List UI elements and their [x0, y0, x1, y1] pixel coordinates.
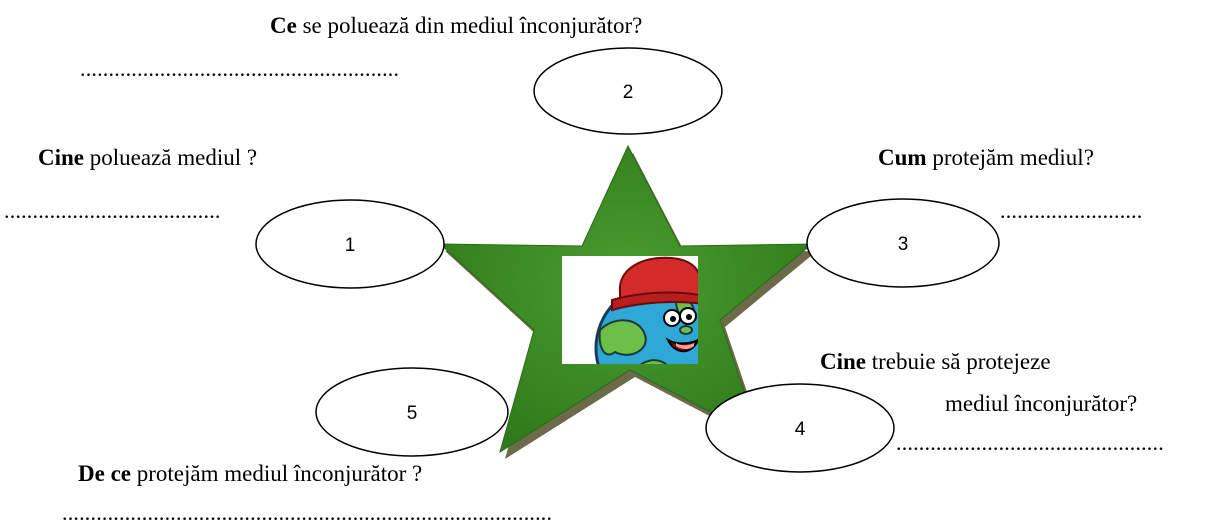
- node-2-ellipse[interactable]: [533, 47, 723, 135]
- question-5: De ce protejăm mediul înconjurător ?: [78, 461, 423, 486]
- node-5-label: 5: [407, 403, 418, 424]
- answer-line-4[interactable]: ........................................…: [896, 430, 1164, 455]
- earth-cartoon-icon: [562, 256, 698, 364]
- question-4: Cine trebuie să protejeze: [820, 349, 1051, 374]
- node-2-label: 2: [623, 82, 634, 103]
- question-4-line2: mediul înconjurător?: [945, 391, 1138, 416]
- node-3-label: 3: [898, 234, 909, 255]
- node-3-ellipse[interactable]: [806, 198, 1000, 288]
- answer-line-5[interactable]: ........................................…: [62, 500, 553, 525]
- node-1-label: 1: [345, 235, 356, 256]
- answer-line-1[interactable]: ......................................: [4, 198, 221, 223]
- node-5-ellipse[interactable]: [315, 367, 509, 457]
- question-2: Ce se poluează din mediul înconjurător?: [270, 13, 643, 38]
- answer-line-2[interactable]: ........................................…: [80, 56, 400, 81]
- node-4-ellipse[interactable]: [705, 383, 895, 473]
- question-1: Cine poluează mediul ?: [38, 145, 258, 170]
- answer-line-3[interactable]: .........................: [1000, 198, 1143, 223]
- question-3: Cum protejăm mediul?: [878, 145, 1094, 170]
- node-1-ellipse[interactable]: [255, 199, 445, 289]
- node-4-label: 4: [795, 419, 806, 440]
